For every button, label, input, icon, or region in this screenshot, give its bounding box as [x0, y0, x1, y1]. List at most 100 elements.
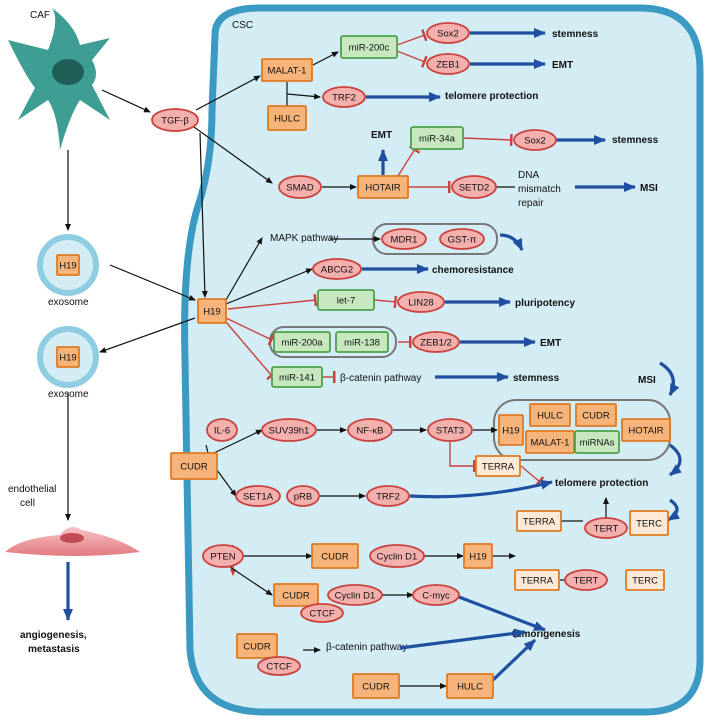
node-shape-mir200a: [273, 331, 331, 353]
node-shape-suv: [261, 418, 317, 442]
node-suv: SUV39h1: [261, 418, 317, 442]
node-label-cx-malat: MALAT-1: [531, 438, 570, 449]
node-mir138: miR-138: [335, 331, 389, 353]
node-label-stat3: STAT3: [436, 426, 464, 437]
node-shape-mir141: [271, 366, 323, 388]
node-shape-hotair: [357, 175, 409, 199]
node-sox2a: Sox2: [426, 22, 470, 44]
node-mir34a: miR-34a: [410, 126, 464, 150]
node-shape-cx-mirnas: [574, 430, 620, 454]
inhibition-edge: [225, 321, 277, 381]
node-label-hulc2: HULC: [457, 682, 483, 693]
node-shape-malat1: [261, 58, 313, 82]
node-label-sox2a: Sox2: [437, 29, 459, 40]
inhibition-edge: [396, 50, 428, 68]
node-mir141: miR-141: [271, 366, 323, 388]
promotes-outcome-arrow: [659, 361, 680, 396]
node-label-smad: SMAD: [286, 183, 314, 194]
node-label-trf2b: TRF2: [376, 492, 400, 503]
node-prb: pRB: [286, 485, 320, 507]
node-label-h19ex2: H19: [59, 353, 76, 364]
endothelial-label-2: cell: [20, 498, 35, 509]
inhibition-edge: [397, 145, 421, 177]
node-shape-cx-cudr: [575, 403, 617, 427]
node-shape-lin28: [397, 291, 445, 313]
node-label-cycd1b: Cyclin D1: [335, 591, 376, 602]
node-label-ctcf2: CTCF: [266, 662, 292, 673]
inhibition-edge: [520, 465, 545, 487]
activation-edge: [109, 264, 196, 301]
csc-label: CSC: [232, 20, 253, 31]
node-label-mdr1: MDR1: [391, 235, 418, 246]
node-label-hulc1: HULC: [274, 114, 300, 125]
dna-label-1: DNA: [518, 170, 539, 181]
node-tert2: TERT: [564, 569, 608, 591]
node-label-mir200c: miR-200c: [349, 43, 390, 54]
node-label-nfkb: NF-κB: [357, 426, 384, 437]
node-shape-smad: [278, 175, 322, 199]
node-label-cudr4: CUDR: [243, 642, 271, 653]
outcome-tumorigenesis: tumorigenesis: [512, 629, 581, 640]
node-shape-ctcf1: [300, 603, 344, 623]
node-mir200c: miR-200c: [340, 35, 398, 59]
angio-label-2: metastasis: [28, 644, 80, 655]
caf-label: CAF: [30, 10, 50, 21]
node-label-terc1: TERC: [636, 519, 662, 530]
node-label-tgfb: TGF-β: [161, 116, 189, 127]
promotes-outcome-arrow: [458, 595, 546, 632]
node-terc2: TERC: [625, 569, 665, 591]
promotes-outcome-arrow: [409, 479, 553, 499]
node-label-gstpi: GST-π: [448, 235, 477, 246]
edges-layer: [63, 28, 682, 689]
node-setd2: SETD2: [451, 175, 497, 199]
node-label-cmyc: C-myc: [422, 591, 450, 602]
node-terra1: TERRA: [475, 455, 521, 477]
node-label-mir200a: miR-200a: [281, 338, 323, 349]
node-cycd1a: Cyclin D1: [369, 544, 425, 568]
node-label-mir34a: miR-34a: [419, 134, 456, 145]
node-label-cx-h19: H19: [502, 426, 519, 437]
activation-edge: [229, 566, 273, 596]
node-cudr2: CUDR: [311, 543, 359, 569]
activation-edge: [225, 268, 313, 305]
node-terra2: TERRA: [516, 510, 562, 532]
node-label-pten: PTEN: [210, 552, 235, 563]
promotes-outcome-arrow: [399, 628, 526, 650]
inhibition-edge: [449, 442, 476, 472]
node-cx-malat: MALAT-1: [525, 430, 575, 454]
node-label-set1a: SET1A: [243, 492, 274, 503]
node-cx-cudr: CUDR: [575, 403, 617, 427]
node-label-h19b: H19: [469, 552, 486, 563]
node-tert1: TERT: [584, 517, 628, 539]
node-hulc2: HULC: [446, 673, 494, 699]
node-label-cycd1a: Cyclin D1: [377, 552, 418, 563]
node-set1a: SET1A: [235, 485, 281, 507]
node-shape-ctcf2: [257, 656, 301, 676]
outcome-emt-1: EMT: [552, 60, 573, 71]
beta-catenin-label-1: β-catenin pathway: [340, 373, 421, 384]
outcome-chemoresistance: chemoresistance: [432, 265, 514, 276]
node-label-il6: IL-6: [214, 426, 230, 437]
node-label-mir141: miR-141: [279, 373, 315, 384]
node-shape-cycd1a: [369, 544, 425, 568]
inhibition-edge: [462, 133, 513, 147]
node-tgfb: TGF-β: [151, 108, 199, 132]
activation-edge: [101, 89, 151, 113]
node-label-cudr5: CUDR: [362, 682, 390, 693]
node-label-ctcf1: CTCF: [309, 609, 335, 620]
node-h19main: H19: [197, 298, 227, 324]
node-shape-terra3: [514, 569, 560, 591]
inhibition-edge: [396, 29, 428, 46]
node-shape-cx-hotair: [621, 418, 671, 442]
node-label-cx-hulc: HULC: [537, 411, 563, 422]
node-label-cudr2: CUDR: [321, 552, 349, 563]
node-shape-trf2b: [366, 485, 410, 507]
outcome-msi-2: MSI: [638, 375, 656, 386]
promotes-outcome-arrow: [668, 443, 682, 477]
node-shape-mir138: [335, 331, 389, 353]
node-shape-cudr2: [311, 543, 359, 569]
node-shape-stat3: [427, 418, 473, 442]
node-shape-let7: [317, 289, 375, 311]
promotes-outcome-arrow: [491, 638, 537, 682]
